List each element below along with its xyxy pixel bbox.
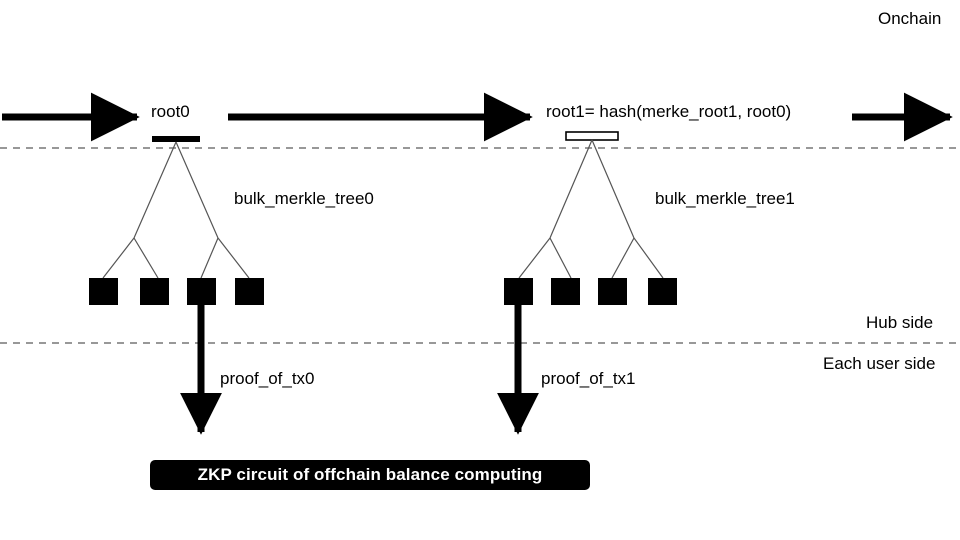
tree0-leaf-1 bbox=[89, 278, 118, 305]
merkle-tree-0 bbox=[89, 136, 264, 305]
tree1-leaf-4 bbox=[648, 278, 677, 305]
root0-label: root0 bbox=[151, 102, 190, 121]
region-label-onchain: Onchain bbox=[878, 9, 942, 28]
zkp-circuit-box: ZKP circuit of offchain balance computin… bbox=[150, 460, 590, 490]
zkp-circuit-label: ZKP circuit of offchain balance computin… bbox=[197, 465, 543, 484]
region-label-each-user-side: Each user side bbox=[823, 354, 936, 373]
tree0-leaf-3 bbox=[187, 278, 216, 305]
region-label-hub-side: Hub side bbox=[866, 313, 934, 332]
tree0-leaf-4 bbox=[235, 278, 264, 305]
proof-of-tx1-label: proof_of_tx1 bbox=[541, 369, 636, 388]
root0-node bbox=[152, 136, 200, 142]
proof-of-tx0-label: proof_of_tx0 bbox=[220, 369, 315, 388]
root1-label: root1= hash(merke_root1, root0) bbox=[546, 102, 792, 121]
tree0-leaf-2 bbox=[140, 278, 169, 305]
bulk-merkle-tree1-label: bulk_merkle_tree1 bbox=[655, 189, 795, 208]
tree1-leaf-2 bbox=[551, 278, 580, 305]
tree1-leaf-1 bbox=[504, 278, 533, 305]
bulk-merkle-tree0-label: bulk_merkle_tree0 bbox=[234, 189, 374, 208]
root1-node bbox=[565, 131, 619, 141]
merkle-tree-1 bbox=[504, 131, 677, 305]
tree1-leaf-3 bbox=[598, 278, 627, 305]
